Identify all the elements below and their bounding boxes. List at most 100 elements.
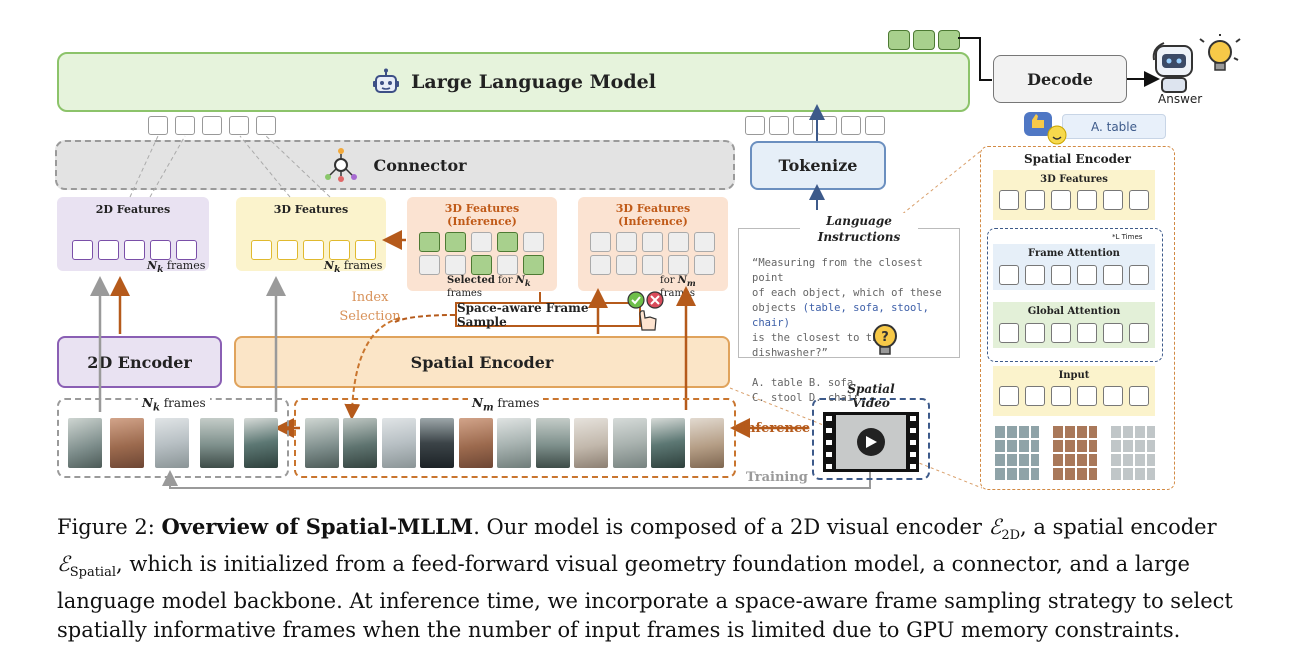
feature-box xyxy=(329,240,350,260)
panel-box xyxy=(999,386,1019,406)
language-instructions-card xyxy=(738,228,960,358)
llm-input-token xyxy=(175,116,195,135)
output-token xyxy=(913,30,935,50)
feature-box-selected xyxy=(523,255,544,275)
text-token xyxy=(769,116,789,135)
frame-thumbnail xyxy=(690,418,724,468)
robot-icon xyxy=(373,68,400,93)
patched-image xyxy=(1053,426,1097,480)
features-3d: 3D Features Nk frames xyxy=(236,197,386,275)
svg-text:?: ? xyxy=(881,330,889,345)
panel-3d-features: 3D Features xyxy=(993,170,1155,220)
panel-box xyxy=(1025,323,1045,343)
feature-box xyxy=(277,240,298,260)
output-token xyxy=(938,30,960,50)
panel-frame-attention: Frame Attention xyxy=(993,244,1155,290)
frame-thumbnail xyxy=(497,418,531,468)
training-label: Training xyxy=(746,470,808,485)
feature-box xyxy=(355,240,376,260)
feature-box xyxy=(523,232,544,252)
panel-box xyxy=(1025,190,1045,210)
panel-global-attention: Global Attention xyxy=(993,302,1155,348)
feature-box xyxy=(497,255,518,275)
feature-box xyxy=(98,240,119,260)
panel-box xyxy=(1077,323,1097,343)
panel-box xyxy=(1077,190,1097,210)
panel-box xyxy=(1051,323,1071,343)
frame-thumbnail xyxy=(305,418,339,468)
space-aware-frame-sample: Space-aware Frame Sample xyxy=(455,301,641,329)
panel-3d-features-title: 3D Features xyxy=(1040,174,1108,185)
panel-title: Spatial Encoder xyxy=(1024,152,1131,166)
frame-thumbnail xyxy=(110,418,144,468)
llm-block: Large Language Model xyxy=(57,52,970,112)
frame-thumbnail xyxy=(244,418,278,468)
spatial-encoder-panel xyxy=(980,146,1175,490)
feature-box xyxy=(642,255,663,275)
feature-box xyxy=(471,232,492,252)
frame-thumbnail xyxy=(343,418,377,468)
feature-box xyxy=(303,240,324,260)
llm-input-token xyxy=(229,116,249,135)
text-token xyxy=(865,116,885,135)
frame-thumbnail xyxy=(574,418,608,468)
llm-input-token xyxy=(202,116,222,135)
frame-thumbnail xyxy=(536,418,570,468)
panel-input-title: Input xyxy=(1058,370,1090,381)
panel-box xyxy=(1129,265,1149,285)
nk-frames-title: Nk frames xyxy=(138,396,210,414)
panel-box xyxy=(1025,386,1045,406)
inference-label: Inference xyxy=(740,421,811,436)
feature-box xyxy=(150,240,171,260)
feature-box xyxy=(694,255,715,275)
features-2d-title: 2D Features xyxy=(95,203,171,216)
feature-box xyxy=(642,232,663,252)
question-bulb-icon: ? xyxy=(873,324,897,355)
panel-box xyxy=(1051,265,1071,285)
llm-input-token xyxy=(256,116,276,135)
panel-box xyxy=(1025,265,1045,285)
feature-box-selected xyxy=(497,232,518,252)
frame-thumbnail xyxy=(155,418,189,468)
panel-attention-block xyxy=(987,228,1163,362)
feature-box xyxy=(176,240,197,260)
panel-box xyxy=(1129,190,1149,210)
l-times-label: *L Times xyxy=(1112,233,1143,241)
features-3d-inference-selected: 3D Features(Inference) Selected for Nk f… xyxy=(407,197,557,299)
feature-box-selected xyxy=(419,232,440,252)
language-question: “Measuring from the closest point of eac… xyxy=(752,257,942,404)
panel-box xyxy=(1051,190,1071,210)
nk-frames-label: Nk frames xyxy=(147,259,206,276)
text-token xyxy=(745,116,765,135)
nm-frames-title: Nm frames xyxy=(468,396,544,414)
features-3d-title: 3D Features xyxy=(273,203,349,216)
tokenize-block: Tokenize xyxy=(750,141,886,190)
figure-caption: Figure 2: Overview of Spatial-MLLM. Our … xyxy=(57,514,1233,643)
feature-box xyxy=(445,255,466,275)
feature-box xyxy=(251,240,272,260)
llm-title: Large Language Model xyxy=(411,71,656,93)
frame-thumbnail xyxy=(382,418,416,468)
panel-box xyxy=(1103,386,1123,406)
spatial-encoder: Spatial Encoder xyxy=(234,336,730,388)
inference-features-title: 3D Features(Inference) xyxy=(444,202,520,228)
panel-box xyxy=(1103,190,1123,210)
panel-input: Input xyxy=(993,366,1155,416)
panel-box xyxy=(999,190,1019,210)
feature-box xyxy=(616,255,637,275)
feature-box xyxy=(124,240,145,260)
answer-robot-icon xyxy=(1152,34,1241,93)
panel-box xyxy=(1051,386,1071,406)
frame-thumbnail xyxy=(68,418,102,468)
feature-box xyxy=(72,240,93,260)
text-token xyxy=(841,116,861,135)
panel-box xyxy=(1077,265,1097,285)
nk-frames-label: Nk frames xyxy=(324,259,383,276)
selected-frames-label: Selected for Nk frames xyxy=(447,275,531,299)
decode-block: Decode xyxy=(993,55,1127,103)
frame-thumbnail xyxy=(613,418,647,468)
connector-icon xyxy=(325,148,358,182)
panel-box xyxy=(1103,323,1123,343)
